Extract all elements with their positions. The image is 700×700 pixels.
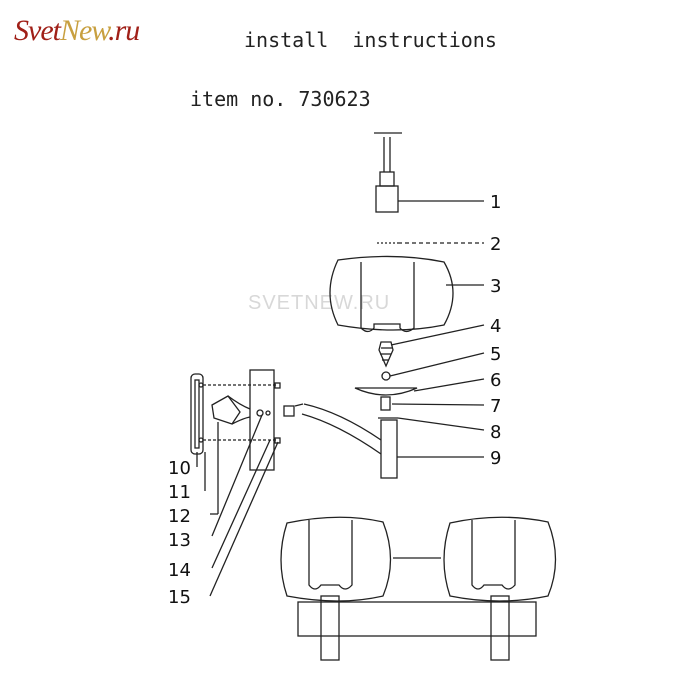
logo: SvetNew.ru	[14, 14, 140, 47]
watermark: SVETNEW.RU	[248, 292, 391, 314]
part-socket	[380, 396, 391, 411]
part-glass-shade	[329, 255, 454, 333]
label-3: 3	[490, 276, 501, 297]
label-12: 12	[168, 506, 191, 527]
label-10: 10	[168, 458, 191, 479]
label-13: 13	[168, 530, 191, 551]
label-6: 6	[490, 370, 501, 391]
part-bulb	[378, 341, 394, 368]
label-4: 4	[490, 316, 501, 337]
part-arm	[283, 403, 398, 479]
label-11: 11	[168, 482, 191, 503]
label-8: 8	[490, 422, 501, 443]
label-2: 2	[490, 234, 501, 255]
part-cup	[354, 387, 418, 396]
leader-lines	[196, 200, 485, 597]
part-rod-cap	[374, 132, 402, 213]
item-number: item no. 730623	[190, 87, 371, 111]
part-nut	[381, 371, 391, 381]
label-7: 7	[490, 396, 501, 417]
label-1: 1	[490, 192, 501, 213]
label-14: 14	[168, 560, 191, 581]
page-title: install instructions	[244, 28, 497, 52]
label-9: 9	[490, 448, 501, 469]
part-labels: 1 2 3 4 5 6 7 8 9 10 11 12 13 14 15	[168, 192, 501, 608]
part-wall-plate	[190, 369, 281, 471]
label-5: 5	[490, 344, 501, 365]
label-15: 15	[168, 587, 191, 608]
assembled-view	[280, 516, 557, 661]
